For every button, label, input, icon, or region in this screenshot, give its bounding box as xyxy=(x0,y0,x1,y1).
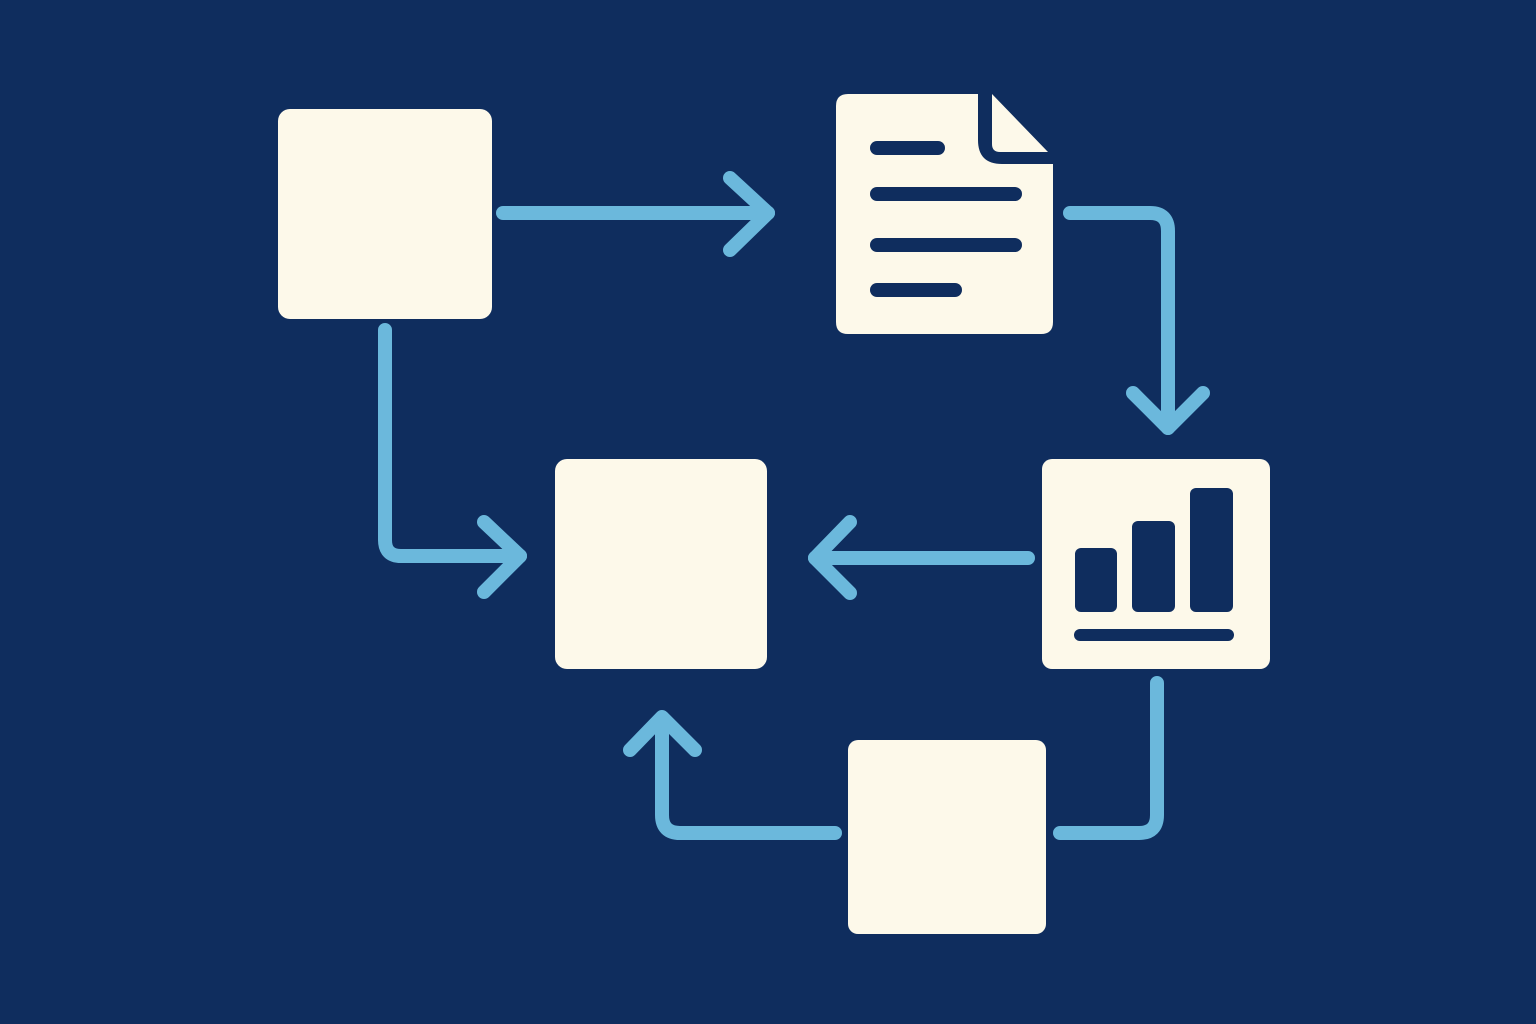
arrow-chart-to-center xyxy=(808,515,1035,600)
arrow-document-to-chart xyxy=(1063,206,1210,435)
connector-chart-to-bottom xyxy=(1053,676,1164,840)
document-icon xyxy=(836,94,1053,334)
arrow-bottom-to-center xyxy=(623,710,842,840)
arrow-topleft-to-document xyxy=(496,171,775,257)
node-bottom xyxy=(848,740,1046,934)
bar-chart-icon xyxy=(1042,459,1270,669)
node-top-left xyxy=(278,109,492,319)
arrow-topleft-to-center xyxy=(378,323,527,599)
node-center xyxy=(555,459,767,669)
